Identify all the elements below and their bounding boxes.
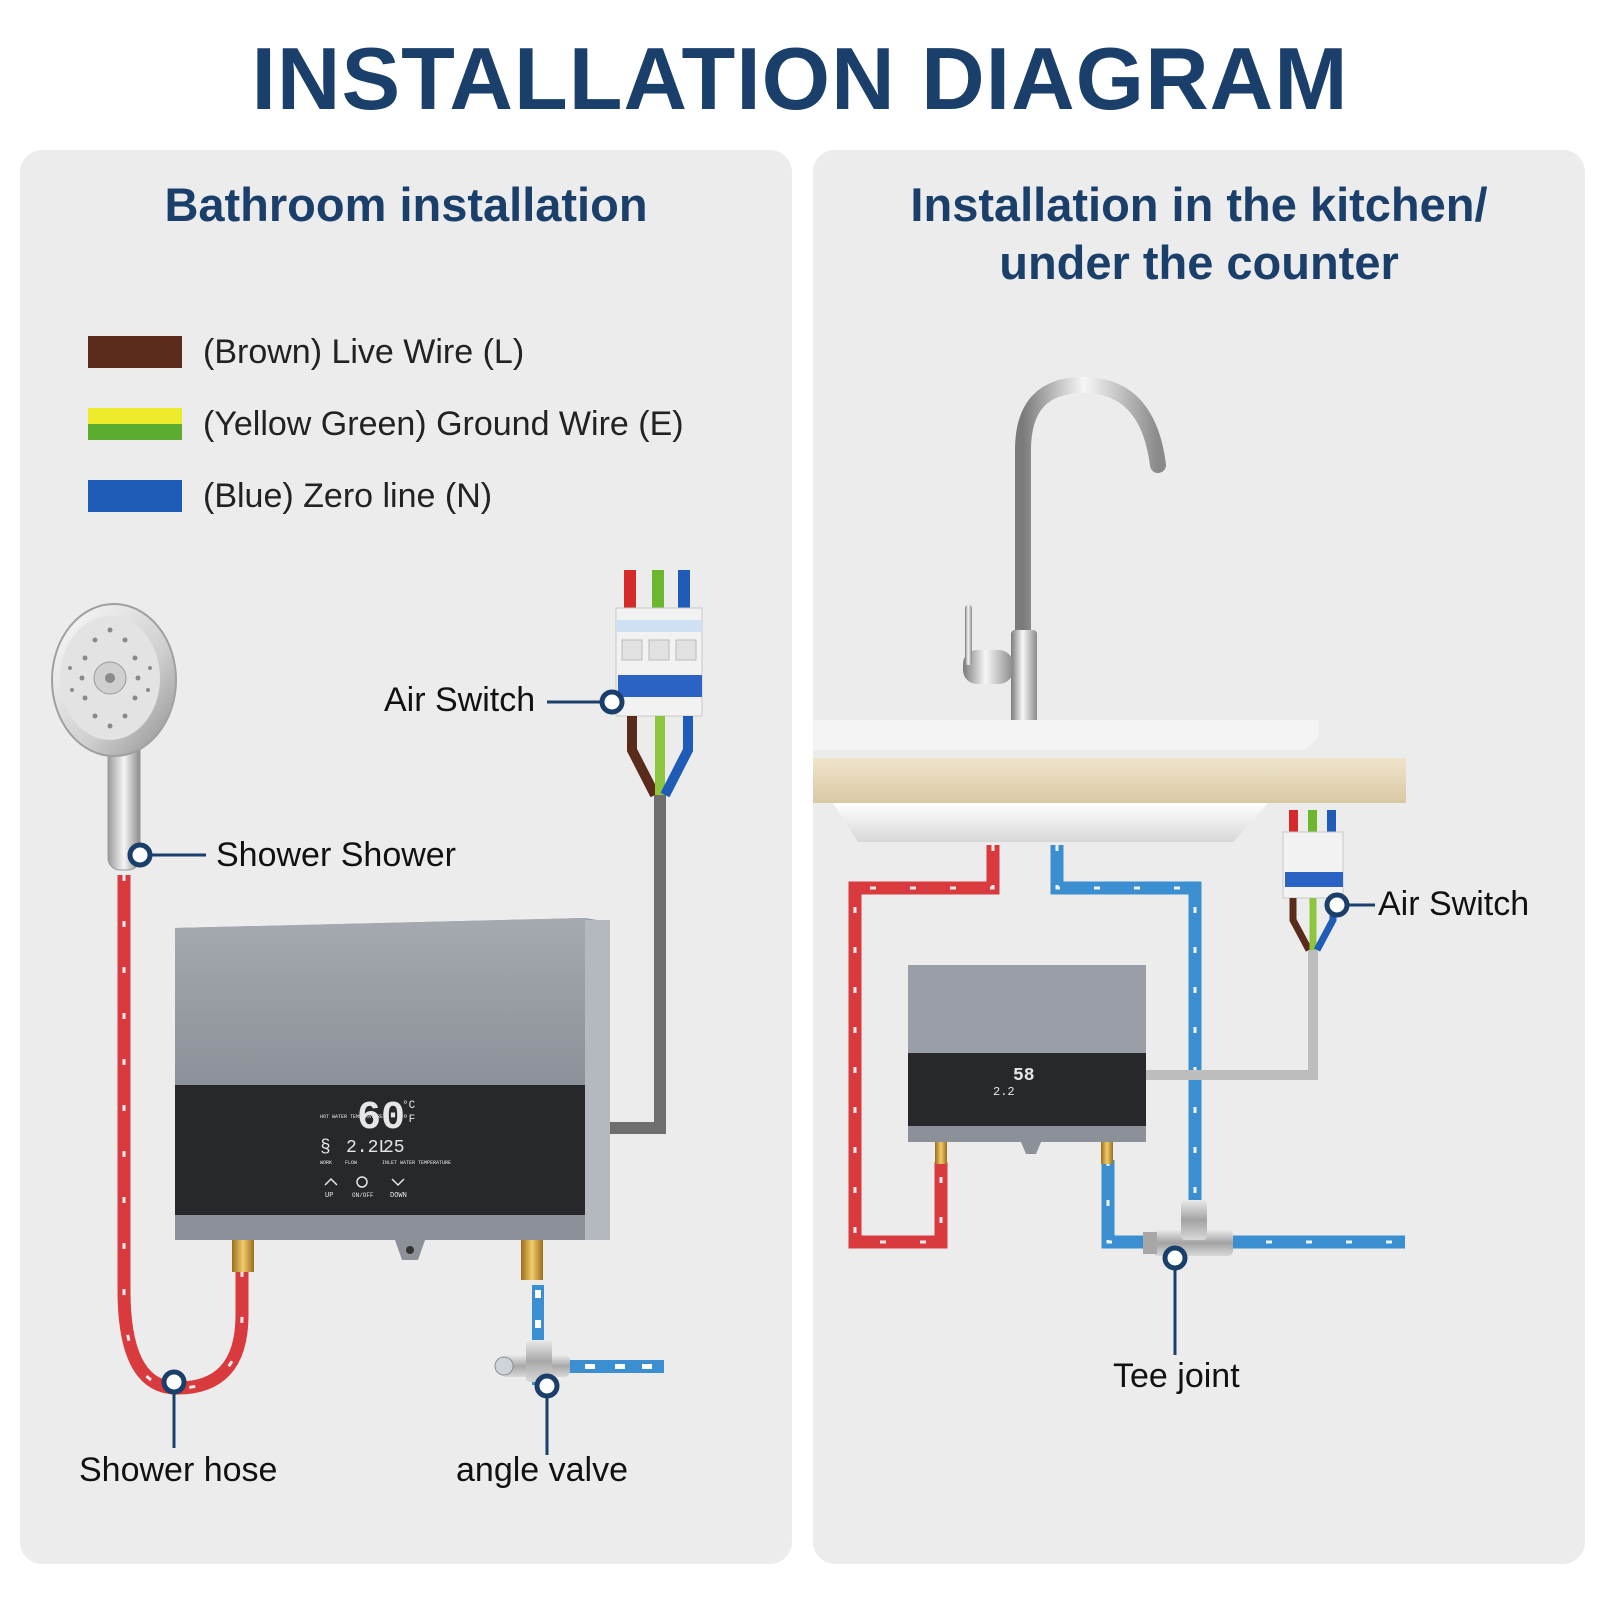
cold-pipe <box>1050 845 1405 1249</box>
tee-joint-label: Tee joint <box>1113 1357 1240 1395</box>
brown-swatch <box>88 336 182 368</box>
tee-callout-dot <box>1162 1245 1188 1271</box>
display-inlet-label: INLET WATER TEMPERATURE <box>382 1160 451 1166</box>
legend-zero-text: (Blue) Zero line (N) <box>203 477 493 515</box>
legend-ground-text: (Yellow Green) Ground Wire (E) <box>203 405 684 443</box>
kitchen-heater <box>908 965 1146 1164</box>
water-heater <box>175 918 610 1280</box>
callouts <box>127 689 625 1455</box>
display-onoff: ON/OFF <box>352 1192 374 1199</box>
display-flow-label: FLOW <box>345 1160 357 1166</box>
kitchen-air-callout-dot <box>1324 892 1350 918</box>
display-down: DOWN <box>390 1192 407 1200</box>
kitchen-air-switch-label: Air Switch <box>1378 885 1530 923</box>
display-flow: 2.2L <box>346 1138 389 1158</box>
air-switch-callout-dot <box>599 689 625 715</box>
yellow-green-swatch <box>88 408 182 440</box>
power-cable <box>610 795 666 1134</box>
display-unit-f: °F <box>402 1114 415 1126</box>
kitchen-air-switch <box>1145 810 1344 1080</box>
counter-sink <box>813 720 1406 842</box>
shower-hose-label: Shower hose <box>79 1451 278 1489</box>
display-work-label: WORK <box>320 1160 332 1166</box>
air-switch-label: Air Switch <box>384 681 536 719</box>
kitchen-display-flow: 2.2 <box>993 1085 1015 1099</box>
air-switch-breaker <box>615 570 703 798</box>
kitchen-title-line2: under the counter <box>999 236 1399 289</box>
kitchen-callouts <box>1162 892 1375 1355</box>
faucet <box>963 376 1166 740</box>
up-arrow-icon[interactable] <box>324 1177 338 1186</box>
angle-valve <box>494 1340 570 1382</box>
display-temperature: 60 <box>357 1096 405 1141</box>
down-arrow-icon[interactable] <box>391 1178 405 1187</box>
shower-callout-dot <box>127 842 153 868</box>
spinner-icon: § <box>320 1138 331 1158</box>
tee-joint <box>1143 1200 1233 1256</box>
display-up: UP <box>325 1192 333 1200</box>
angle-valve-label: angle valve <box>456 1451 629 1489</box>
blue-swatch <box>88 480 182 512</box>
power-icon[interactable] <box>356 1176 368 1188</box>
display-inlet: 25 <box>383 1138 405 1158</box>
shower-head <box>51 603 177 871</box>
bathroom-title: Bathroom installation <box>164 178 648 231</box>
display-unit-c: °C <box>402 1100 416 1112</box>
bathroom-panel: Bathroom installation (Brown) Live Wire … <box>20 150 792 1564</box>
hose-callout-dot <box>161 1369 187 1395</box>
kitchen-panel: Installation in the kitchen/ under the c… <box>813 150 1585 1564</box>
shower-label: Shower Shower <box>216 836 457 874</box>
display-hot-water-label: HOT WATER TEMPERATURE <box>320 1114 383 1120</box>
page-title: INSTALLATION DIAGRAM <box>251 29 1349 128</box>
bathroom-diagram: 60 °C °F HOT WATER TEMPERATURE § 2.2L 25… <box>51 570 703 1455</box>
kitchen-display-temp: 58 <box>1013 1066 1035 1086</box>
kitchen-title-line1: Installation in the kitchen/ <box>910 178 1488 231</box>
valve-callout-dot <box>534 1373 560 1399</box>
kitchen-diagram: 58 2.2 <box>813 376 1406 1355</box>
kitchen-heater-display: 58 2.2 <box>993 1066 1035 1099</box>
heater-display: 60 °C °F HOT WATER TEMPERATURE § 2.2L 25… <box>320 1096 451 1200</box>
legend-live-text: (Brown) Live Wire (L) <box>203 333 525 371</box>
hot-pipe <box>848 845 1000 1249</box>
